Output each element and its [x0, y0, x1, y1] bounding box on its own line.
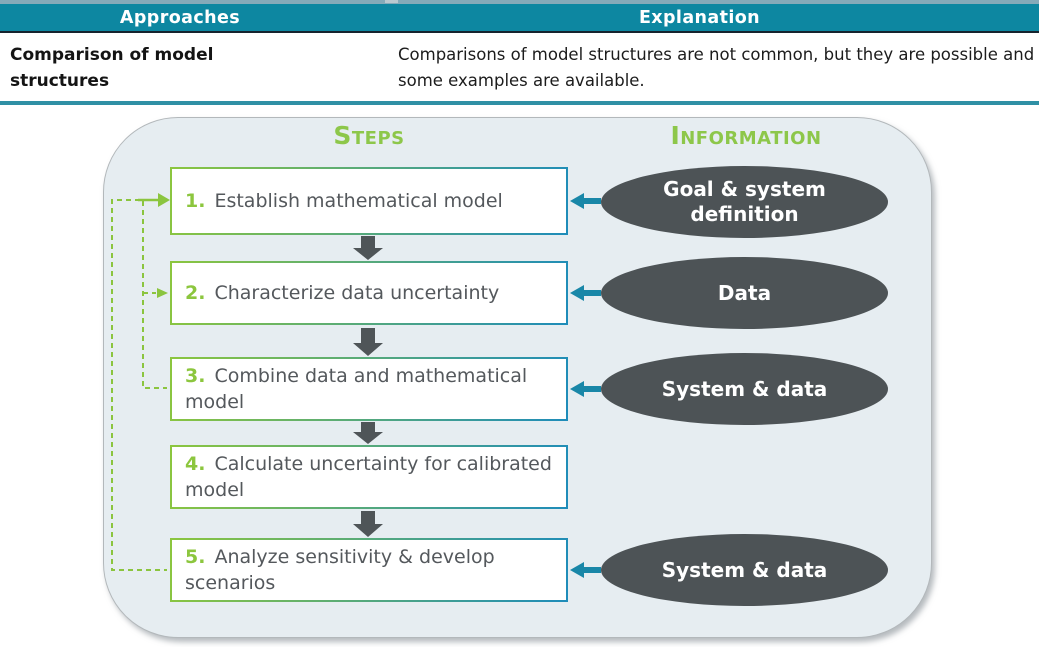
step-2-text: 2. Characterize data uncertainty [185, 280, 499, 306]
info-ellipse-4-label: System & data [661, 557, 828, 582]
column-header-approaches: Approaches [119, 7, 241, 28]
step-5-text: 5.Analyze sensitivity & develop scenario… [185, 544, 560, 596]
top-strip-notch [385, 0, 398, 3]
header-underline [0, 31, 1039, 33]
step-1-label: Establish mathematical model [214, 190, 503, 212]
step-box-1: 1. Establish mathematical model [170, 167, 568, 235]
table-bottom-border [0, 101, 1039, 105]
info-ellipse-system-data-2: System & data [601, 534, 888, 606]
info-ellipse-3-label: System & data [661, 376, 828, 401]
explanation-cell: Comparisons of model structures are not … [398, 45, 1035, 90]
step-box-3: 3.Combine data and mathematical model [170, 357, 568, 421]
info-ellipse-system-data-1: System & data [601, 353, 888, 425]
step-3-text: 3.Combine data and mathematical model [185, 363, 560, 415]
step-4-label: Calculate uncertainty for calibrated mod… [185, 453, 552, 501]
step-box-5: 5.Analyze sensitivity & develop scenario… [170, 538, 568, 602]
info-ellipse-goal-system-definition: Goal & system definition [601, 166, 888, 238]
information-column-heading: Information [670, 121, 822, 150]
step-2-number: 2. [185, 282, 206, 304]
step-box-4: 4.Calculate uncertainty for calibrated m… [170, 445, 568, 509]
step-box-2: 2. Characterize data uncertainty [170, 261, 568, 325]
table-row: Comparison of model structures Compariso… [0, 42, 1039, 98]
step-1-number: 1. [185, 190, 206, 212]
info-ellipse-1-label: Goal & system definition [663, 177, 826, 226]
table-header: Approaches Explanation [0, 4, 1039, 31]
step-2-label: Characterize data uncertainty [214, 282, 500, 304]
info-ellipse-data: Data [601, 257, 888, 329]
step-1-text: 1. Establish mathematical model [185, 188, 503, 214]
info-ellipse-2-label: Data [717, 280, 772, 305]
step-3-number: 3. [185, 365, 206, 387]
approach-cell: Comparison of model structures [10, 45, 214, 91]
step-3-label: Combine data and mathematical model [185, 365, 528, 413]
column-header-explanation: Explanation [638, 7, 761, 28]
step-5-label: Analyze sensitivity & develop scenarios [185, 546, 495, 594]
step-4-number: 4. [185, 453, 206, 475]
step-5-number: 5. [185, 546, 206, 568]
steps-column-heading: Steps [333, 121, 405, 150]
window-top-strip [0, 0, 1039, 4]
step-4-text: 4.Calculate uncertainty for calibrated m… [185, 451, 560, 503]
